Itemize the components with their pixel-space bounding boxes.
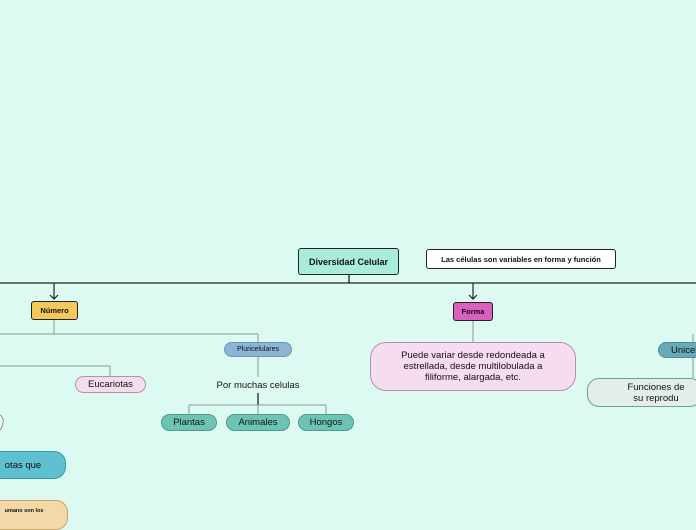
- eucariotas-node[interactable]: Eucariotas: [75, 376, 146, 393]
- note-label: Las células son variables en forma y fun…: [441, 254, 601, 264]
- numero-node[interactable]: Número: [31, 301, 78, 320]
- forma-node[interactable]: Forma: [453, 302, 493, 321]
- note-node[interactable]: Las células son variables en forma y fun…: [426, 249, 616, 269]
- humano-label: umano son los: [4, 508, 44, 514]
- plantas-label: Plantas: [173, 417, 205, 428]
- funciones-label: Funciones de su reprodu: [627, 381, 685, 404]
- pluricelulares-node[interactable]: Pluricelulares: [224, 342, 292, 357]
- animales-node[interactable]: Animales: [226, 414, 290, 431]
- unicel-node[interactable]: Unicel: [658, 342, 696, 358]
- forma-label: Forma: [461, 307, 485, 316]
- pluricelulares-label: Pluricelulares: [236, 346, 280, 353]
- forma-description: Puede variar desde redondeada a estrella…: [401, 350, 545, 383]
- humano-node[interactable]: umano son los: [0, 500, 68, 530]
- hongos-node[interactable]: Hongos: [298, 414, 354, 431]
- funciones-node[interactable]: Funciones de su reprodu: [587, 378, 696, 407]
- unicel-label: Unicel: [671, 344, 696, 356]
- numero-label: Número: [40, 306, 69, 315]
- por-muchas-label: Por muchas celulas: [216, 379, 300, 391]
- otas-que-node[interactable]: otas que: [0, 451, 66, 479]
- plantas-node[interactable]: Plantas: [161, 414, 217, 431]
- otas-que-label: otas que: [4, 459, 42, 471]
- animales-label: Animales: [238, 417, 278, 428]
- eucariotas-label: Eucariotas: [88, 379, 133, 390]
- root-node[interactable]: Diversidad Celular: [298, 248, 399, 275]
- por-muchas-label-node: Por muchas celulas: [205, 377, 311, 393]
- root-label: Diversidad Celular: [308, 256, 389, 267]
- hongos-label: Hongos: [309, 417, 343, 428]
- forma-description-node[interactable]: Puede variar desde redondeada a estrella…: [370, 342, 576, 391]
